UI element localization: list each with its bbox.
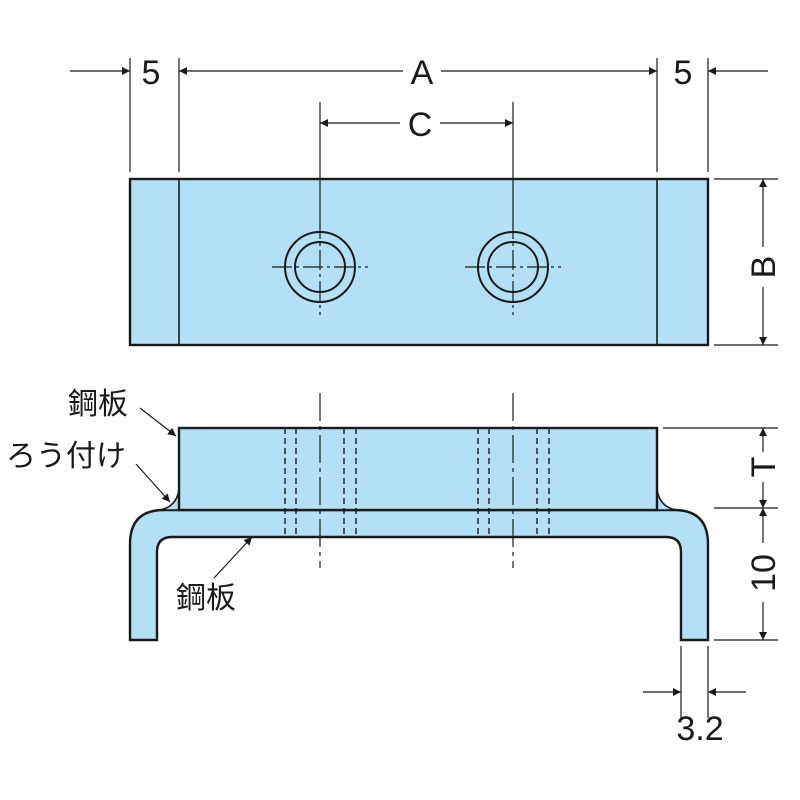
- hole-left: [272, 219, 368, 315]
- dim-plate-thickness: 3.2: [676, 710, 723, 748]
- label-top-steel-plate: 鋼板: [68, 387, 128, 422]
- bottom-steel-plate: [128, 508, 710, 642]
- dim-width: B: [745, 256, 783, 279]
- dim-left-margin: 5: [142, 54, 161, 92]
- dim-right-margin: 5: [674, 54, 693, 92]
- dim-thickness: T: [745, 457, 783, 478]
- label-brazing: ろう付け: [6, 439, 126, 474]
- dim-hole-pitch: C: [408, 106, 433, 144]
- top-steel-plate: [177, 426, 659, 512]
- brazing-fillet-right: [656, 489, 677, 511]
- hole-right: [465, 219, 561, 315]
- hidden-hole-right: [477, 428, 550, 537]
- label-bottom-steel-plate: 鋼板: [176, 581, 236, 616]
- dim-leg-height: 10: [745, 554, 783, 592]
- brazing-fillet-left: [159, 489, 180, 511]
- front-view: T 10 3.2 鋼板 ろう付け 鋼板: [6, 387, 783, 748]
- dim-overall-length: A: [411, 54, 434, 92]
- top-view-plate-outline: [128, 177, 710, 347]
- top-view: 5 A 5 C B: [70, 54, 783, 347]
- hidden-hole-left: [284, 428, 357, 537]
